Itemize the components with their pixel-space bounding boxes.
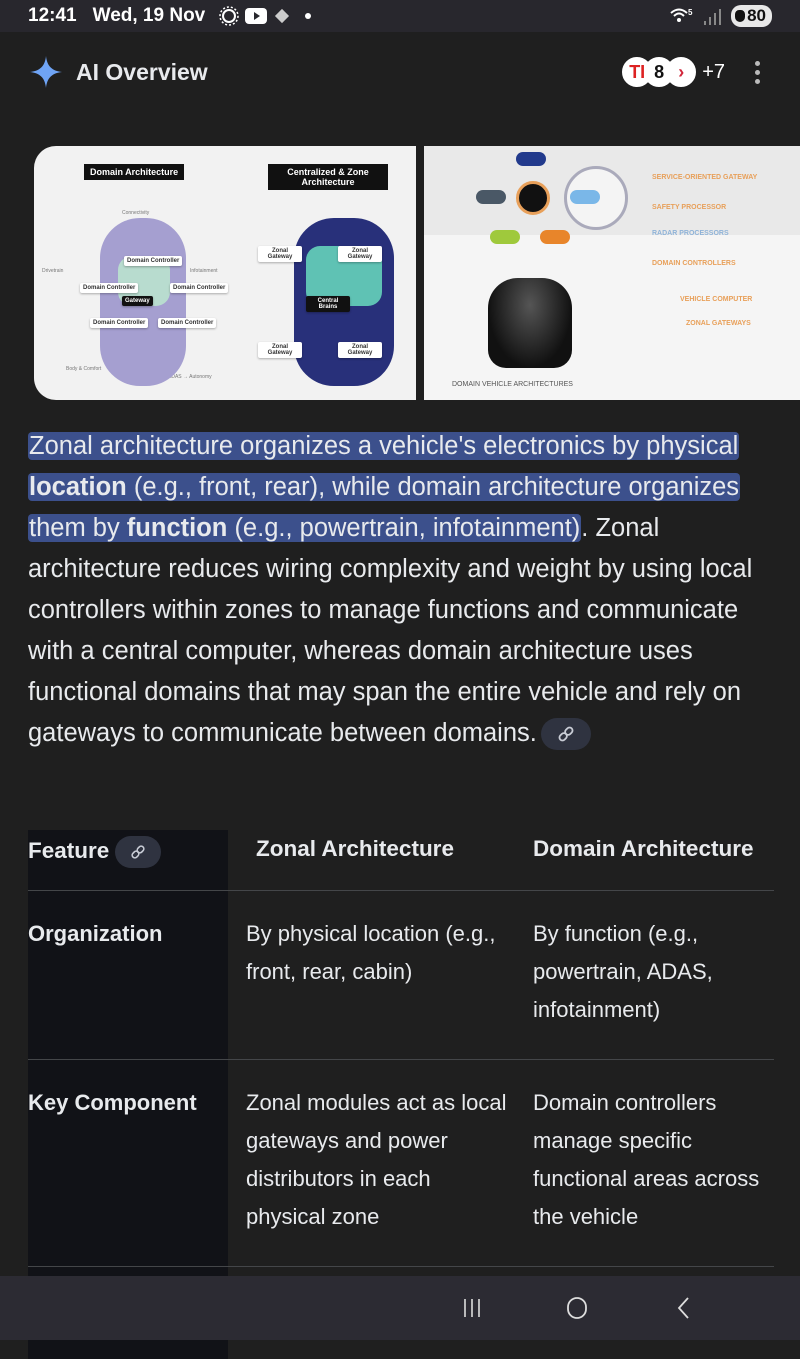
domain-controller-box: Domain Controller	[158, 318, 217, 328]
recent-apps-icon[interactable]	[460, 1296, 484, 1320]
brightness-icon	[219, 6, 239, 26]
overview-summary: Zonal architecture organizes a vehicle's…	[28, 426, 780, 754]
central-brains-box: Central Brains	[306, 296, 350, 312]
youtube-icon	[245, 8, 268, 24]
table-row: Key Component Zonal modules act as local…	[28, 1058, 774, 1266]
date: Wed, 19 Nov	[92, 5, 206, 26]
link-icon	[558, 726, 574, 742]
domain-controller-box: Domain Controller	[124, 256, 183, 266]
row-domain: Domain controllers manage specific funct…	[515, 1058, 774, 1266]
label-zonal-gateways: ZONAL GATEWAYS	[686, 320, 751, 327]
row-feature: Key Component	[28, 1058, 228, 1266]
pill-powertrain	[490, 230, 520, 244]
page-title: AI Overview	[76, 58, 208, 85]
header-zonal: Zonal Architecture	[256, 836, 454, 861]
source-arrow-icon[interactable]: ›	[666, 57, 697, 87]
battery-indicator: 80	[731, 5, 772, 27]
label-infotainment: Infotainment	[190, 268, 218, 274]
pill-adas	[570, 190, 600, 204]
domain-controller-box: Domain Controller	[170, 283, 229, 293]
home-icon[interactable]	[565, 1296, 589, 1320]
label-vehicle-computer: VEHICLE COMPUTER	[680, 296, 753, 303]
back-icon[interactable]	[672, 1296, 696, 1320]
zonal-gateway-box: Zonal Gateway	[338, 342, 382, 358]
hub-circle	[516, 181, 550, 215]
label-body: Body & Comfort	[66, 366, 102, 372]
architecture-image-1[interactable]: Domain Architecture Centralized & Zone A…	[34, 146, 416, 400]
system-nav-bar	[0, 1276, 800, 1340]
link-icon	[131, 845, 145, 859]
image-label-domain: Domain Architecture	[84, 164, 185, 180]
more-sources-count[interactable]: +7	[702, 60, 725, 83]
wifi-icon: 5	[670, 8, 693, 22]
battery-shield-icon	[735, 10, 746, 22]
table-header-row: Feature Zonal Architecture Domain Archit…	[28, 830, 774, 890]
zonal-gateway-box: Zonal Gateway	[338, 246, 382, 262]
tag-icon	[275, 8, 290, 24]
pill-infotainment	[476, 190, 506, 204]
image-caption: DOMAIN VEHICLE ARCHITECTURES	[452, 381, 573, 388]
label-safety-processor: SAFETY PROCESSOR	[652, 204, 727, 211]
svg-text:5: 5	[688, 8, 693, 17]
clock: 12:41	[28, 5, 77, 26]
table-row: Organization By physical location (e.g.,…	[28, 889, 774, 1059]
battery-level: 80	[747, 6, 766, 25]
domain-controller-box: Domain Controller	[90, 318, 149, 328]
architecture-image-2[interactable]: SERVICE-ORIENTED GATEWAY SAFETY PROCESSO…	[424, 146, 800, 400]
signal-icon	[704, 9, 722, 25]
row-zonal: Zonal modules act as local gateways and …	[228, 1058, 515, 1266]
ai-overview-header: AI Overview TI 8 › +7	[0, 32, 800, 112]
car-photo	[488, 278, 572, 368]
zonal-gateway-box: Zonal Gateway	[258, 246, 302, 262]
status-bar: 12:41 Wed, 19 Nov 5 80	[0, 0, 800, 32]
domain-controller-box: Domain Controller	[80, 283, 139, 293]
image-label-zone: Centralized & Zone Architecture	[268, 164, 388, 190]
pill-body	[540, 230, 570, 244]
gemini-sparkle-icon	[30, 56, 62, 88]
citation-link-button[interactable]	[540, 718, 591, 751]
header-feature: Feature	[28, 830, 228, 890]
notification-dot-icon	[305, 13, 312, 19]
row-feature: Organization	[28, 889, 228, 1059]
label-radar: RADAR PROCESSORS	[652, 230, 729, 237]
source-avatars[interactable]: TI 8 › +7	[622, 57, 725, 87]
label-adas: ADAS → Autonomy	[168, 374, 212, 380]
table-citation-button[interactable]	[115, 836, 162, 868]
more-options-icon[interactable]	[755, 60, 760, 84]
label-domain-controllers: DOMAIN CONTROLLERS	[652, 260, 736, 267]
header-domain: Domain Architecture	[533, 836, 754, 861]
row-zonal: By physical location (e.g., front, rear,…	[228, 889, 515, 1059]
image-carousel[interactable]: Domain Architecture Centralized & Zone A…	[34, 146, 800, 400]
gateway-box: Gateway	[122, 296, 153, 306]
label-service-gateway: SERVICE-ORIENTED GATEWAY	[652, 174, 758, 181]
pill-connectivity	[516, 152, 546, 166]
label-drivetrain: Drivetrain	[42, 268, 64, 274]
zonal-gateway-box: Zonal Gateway	[258, 342, 302, 358]
label-connectivity: Connectivity	[122, 210, 150, 216]
summary-text: . Zonal architecture reduces wiring comp…	[28, 514, 753, 747]
row-domain: By function (e.g., powertrain, ADAS, inf…	[515, 889, 774, 1059]
